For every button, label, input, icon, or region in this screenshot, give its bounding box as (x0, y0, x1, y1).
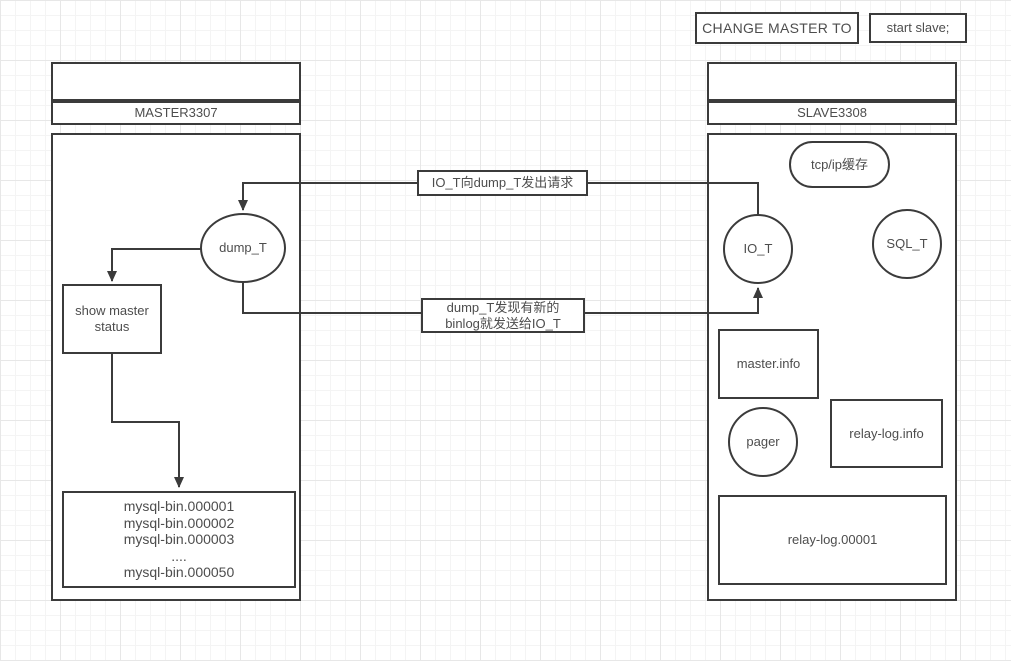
show-master-status-label: show master status (75, 303, 149, 334)
slave-container-title-band[interactable]: SLAVE3308 (707, 101, 957, 125)
master-info-node[interactable]: master.info (718, 329, 819, 399)
binlog-push-label-line2: binlog就发送给IO_T (445, 315, 561, 331)
dump-thread-label: dump_T (219, 240, 267, 255)
relay-log-info-label: relay-log.info (849, 425, 924, 441)
tcpip-cache-node[interactable]: tcp/ip缓存 (789, 141, 890, 188)
slave-title: SLAVE3308 (797, 105, 867, 120)
io-thread-node[interactable]: IO_T (723, 214, 793, 284)
connector-status-to-binlog[interactable] (111, 354, 184, 488)
change-master-to-box[interactable]: CHANGE MASTER TO (695, 12, 859, 44)
binlog-file-line: mysql-bin.000050 (123, 564, 235, 581)
slave-container-top-band[interactable] (707, 62, 957, 101)
dump-thread-node[interactable]: dump_T (200, 213, 286, 283)
binlog-file-line: .... (171, 547, 187, 564)
relay-log-file-label: relay-log.00001 (787, 532, 878, 547)
tcpip-cache-label: tcp/ip缓存 (810, 156, 869, 172)
binlog-push-connector-label[interactable]: dump_T发现有新的 binlog就发送给IO_T (421, 298, 585, 333)
master-info-label: master.info (736, 356, 801, 371)
master-title: MASTER3307 (134, 105, 218, 120)
change-master-to-label: CHANGE MASTER TO (702, 20, 852, 36)
binlog-push-label-line1: dump_T发现有新的 (446, 299, 560, 315)
binlog-files-node[interactable]: mysql-bin.000001 mysql-bin.000002 mysql-… (62, 491, 296, 588)
start-slave-box[interactable]: start slave; (869, 13, 967, 43)
io-thread-label: IO_T (743, 241, 773, 256)
show-master-status-node[interactable]: show master status (62, 284, 162, 354)
binlog-file-line: mysql-bin.000001 (123, 498, 235, 515)
sql-thread-label: SQL_T (886, 236, 928, 251)
connector-dump-to-status[interactable] (107, 248, 201, 282)
relay-log-info-node[interactable]: relay-log.info (830, 399, 943, 468)
master-container-title-band[interactable]: MASTER3307 (51, 101, 301, 125)
binlog-file-line: mysql-bin.000002 (123, 514, 235, 531)
pager-node[interactable]: pager (728, 407, 798, 477)
io-request-connector-label[interactable]: IO_T向dump_T发出请求 (417, 170, 588, 196)
io-request-label-text: IO_T向dump_T发出请求 (431, 175, 574, 190)
relay-log-file-node[interactable]: relay-log.00001 (718, 495, 947, 585)
master-container-top-band[interactable] (51, 62, 301, 101)
sql-thread-node[interactable]: SQL_T (872, 209, 942, 279)
start-slave-label: start slave; (886, 20, 950, 35)
binlog-file-line: mysql-bin.000003 (123, 531, 235, 548)
pager-label: pager (746, 434, 780, 449)
